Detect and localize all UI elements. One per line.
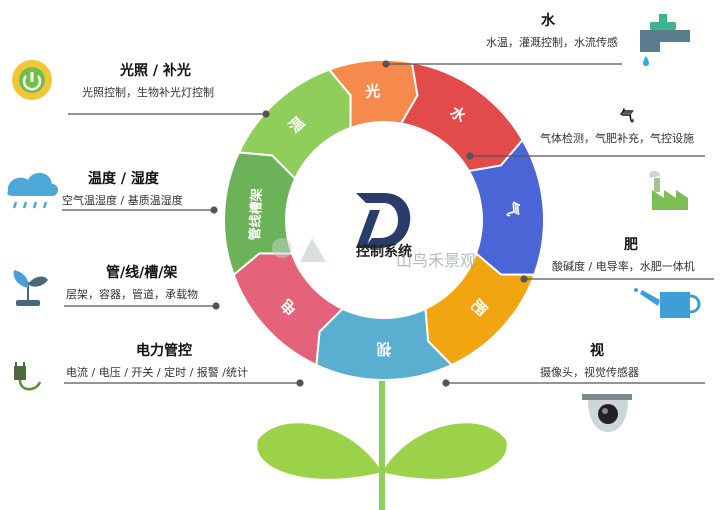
ring-label-vision: 视 <box>376 340 391 358</box>
label-gas-title: 气 <box>620 109 634 125</box>
ring-label-light: 光 <box>363 82 381 101</box>
ring-label-rack: 管线槽架 <box>247 188 265 241</box>
label-rack-title: 管/线/槽/架 <box>106 265 178 281</box>
plant-stem <box>257 372 507 510</box>
label-rack: 管/线/槽/架 层架，容器，管道，承载物 <box>66 262 236 302</box>
label-power: 电力管控 电流 / 电压 / 开关 / 定时 / 报警 /统计 <box>66 340 306 380</box>
label-light-title: 光照 / 补光 <box>120 63 191 79</box>
solar-power-icon <box>12 60 52 100</box>
connector-lines <box>62 60 714 387</box>
label-rack-desc: 层架，容器，管道，承载物 <box>66 288 198 301</box>
faucet-icon <box>640 14 690 66</box>
power-plug-icon <box>14 362 42 391</box>
label-gas: 气 气体检测，气肥补充，气控设施 <box>540 106 720 146</box>
logo-icon <box>356 193 411 248</box>
label-vision: 视 摄像头，视觉传感器 <box>540 340 710 380</box>
label-fert: 肥 酸碱度 / 电导率，水肥一体机 <box>552 234 722 274</box>
watering-can-icon <box>634 288 701 318</box>
label-power-title: 电力管控 <box>136 343 192 359</box>
label-temp-title: 温度 / 湿度 <box>88 171 159 187</box>
label-light-desc: 光照控制，生物补光灯控制 <box>82 86 214 99</box>
label-vision-desc: 摄像头，视觉传感器 <box>540 366 639 379</box>
center-disc <box>289 125 479 315</box>
label-temp: 温度 / 湿度 空气温湿度 / 基质温湿度 <box>62 168 232 208</box>
label-water-title: 水 <box>541 13 555 29</box>
label-fert-title: 肥 <box>624 237 638 253</box>
label-water-desc: 水温，灌溉控制，水流传感 <box>486 36 618 49</box>
label-water: 水 水温，灌溉控制，水流传感 <box>418 10 618 50</box>
label-temp-desc: 空气温湿度 / 基质温湿度 <box>62 194 183 207</box>
label-vision-title: 视 <box>590 343 604 359</box>
label-light: 光照 / 补光 光照控制，生物补光灯控制 <box>82 60 262 100</box>
center-title: 控制系统 <box>356 243 412 260</box>
rain-cloud-icon <box>7 172 58 209</box>
label-gas-desc: 气体检测，气肥补充，气控设施 <box>540 132 694 145</box>
label-power-desc: 电流 / 电压 / 开关 / 定时 / 报警 /统计 <box>66 366 248 379</box>
label-fert-desc: 酸碱度 / 电导率，水肥一体机 <box>552 260 695 273</box>
factory-icon <box>649 170 688 210</box>
watermark-text: 山鸟禾景观 <box>396 251 476 270</box>
ring-segment-light <box>327 59 419 130</box>
sprout-icon <box>13 270 48 306</box>
watermark-logo-icon <box>272 238 326 262</box>
camera-icon <box>582 394 632 432</box>
ring-label-gas: 气 <box>503 199 522 217</box>
